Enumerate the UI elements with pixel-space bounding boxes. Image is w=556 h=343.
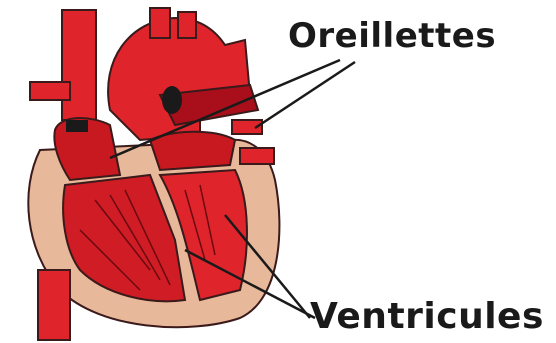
vena-cava-branch <box>30 82 70 100</box>
left-atrium <box>150 132 235 170</box>
pulmonary-vein <box>240 148 274 164</box>
aorta-branch-1 <box>150 8 170 38</box>
label-ventricles: Ventricules <box>310 296 544 337</box>
pulmonary-opening <box>162 86 182 114</box>
atrium-opening <box>66 120 88 132</box>
aorta-branch-2 <box>178 12 196 38</box>
vena-cava-upper <box>62 10 96 120</box>
vena-cava-lower <box>38 270 70 340</box>
label-atria: Oreillettes <box>288 16 496 56</box>
